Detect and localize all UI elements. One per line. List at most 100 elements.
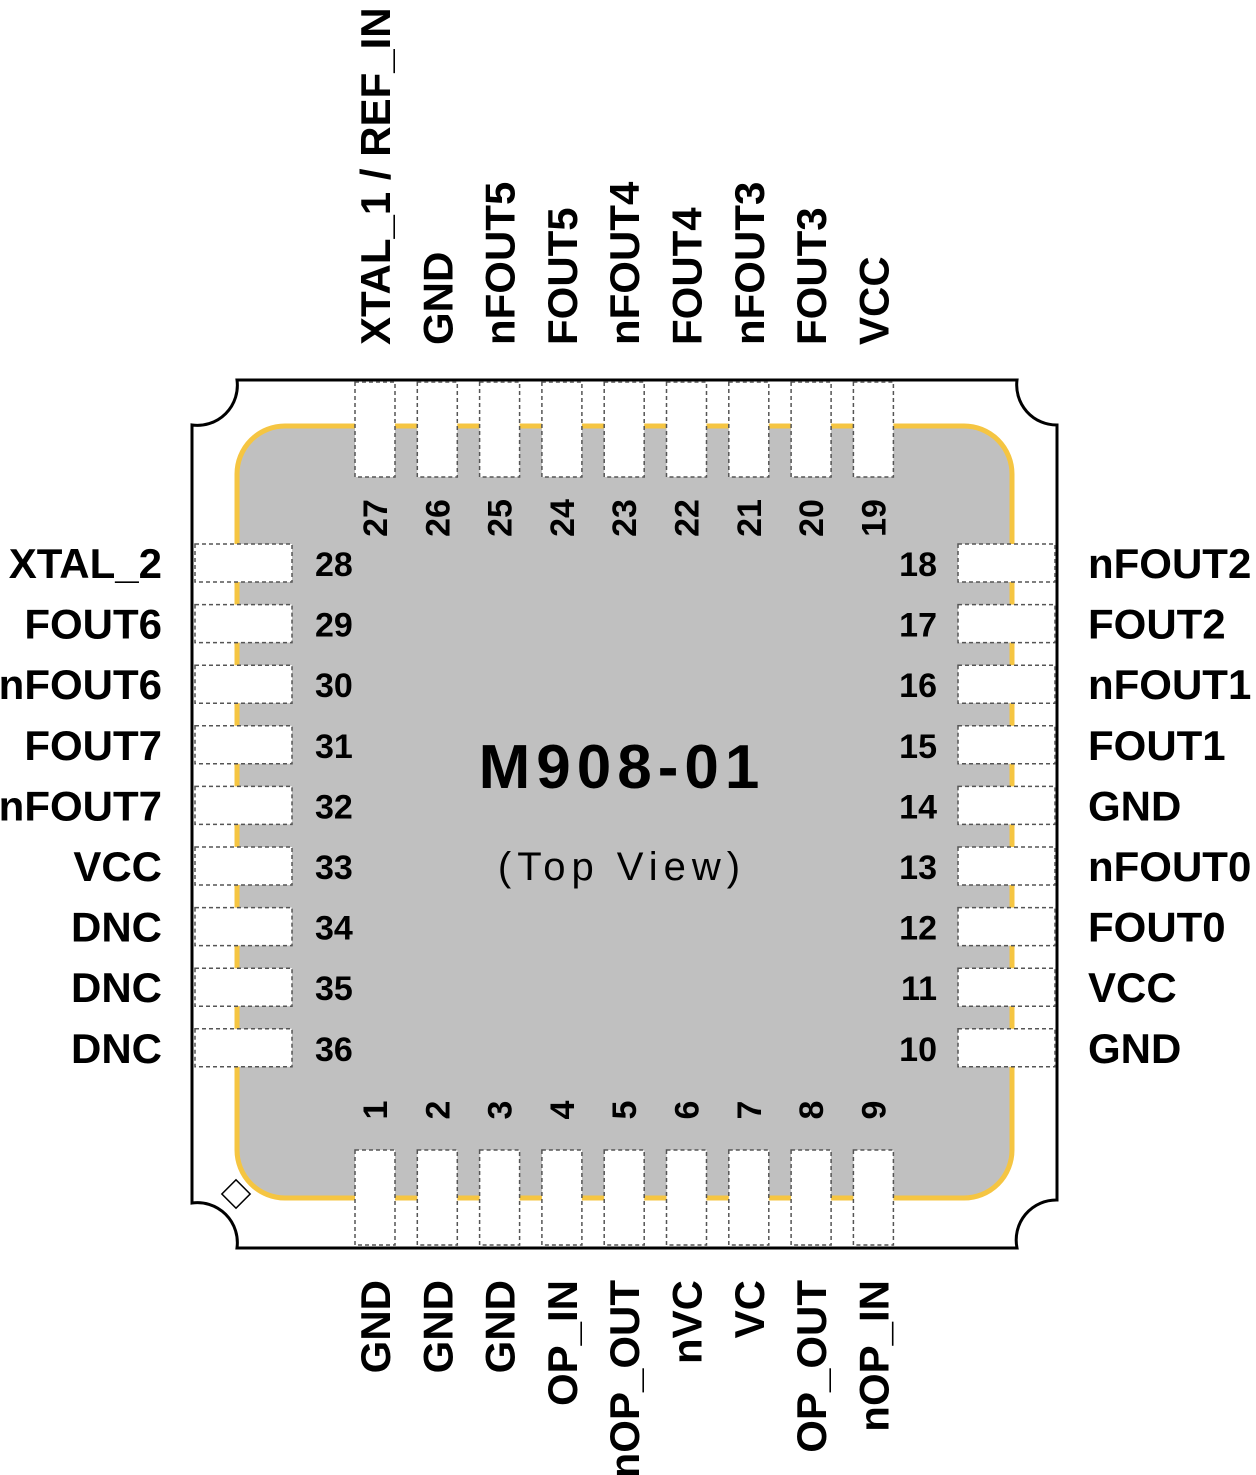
pad-pin-6: [665, 1149, 708, 1246]
pin-number-3: 3: [482, 1101, 520, 1120]
pin-number-18: 18: [899, 546, 937, 584]
pad-pin-32: [194, 785, 293, 826]
pin-number-14: 14: [899, 788, 937, 826]
pin-label-vc: VC: [726, 1280, 773, 1338]
pin-label-gnd: GND: [414, 1280, 461, 1373]
pin-label-nfout2: nFOUT2: [1088, 540, 1251, 587]
pin-label-dnc: DNC: [71, 904, 162, 951]
pin-label-fout0: FOUT0: [1088, 904, 1226, 951]
pin-label-vcc: VCC: [850, 256, 897, 345]
pad-pin-10: [957, 1028, 1056, 1068]
die-area: [234, 423, 1015, 1201]
pin-label-nfout3: nFOUT3: [726, 182, 773, 345]
pad-pin-30: [194, 664, 293, 704]
pad-pin-27: [354, 381, 396, 478]
pin-number-10: 10: [899, 1031, 937, 1069]
pad-pin-1: [354, 1149, 396, 1246]
pin-label-fout1: FOUT1: [1088, 722, 1226, 769]
pin-number-26: 26: [419, 499, 457, 537]
pads-group: [194, 381, 1056, 1246]
pad-pin-14: [957, 785, 1056, 826]
pin-number-32: 32: [315, 788, 353, 826]
pad-pin-29: [194, 603, 293, 644]
pin-label-gnd: GND: [1088, 782, 1181, 829]
pin-number-35: 35: [315, 970, 353, 1008]
pad-pin-9: [852, 1149, 895, 1246]
pin-number-34: 34: [315, 910, 353, 948]
pin-number-9: 9: [855, 1101, 893, 1120]
pin-label-fout5: FOUT5: [539, 207, 586, 345]
pin-label-nop-out: nOP_OUT: [601, 1280, 648, 1475]
pad-pin-22: [665, 381, 708, 478]
pin-number-30: 30: [315, 667, 353, 705]
pin-label-xtal-1-ref-in: XTAL_1 / REF_IN: [352, 7, 399, 345]
pin-number-16: 16: [899, 667, 937, 705]
pin-label-op-out: OP_OUT: [788, 1280, 835, 1453]
pin-number-27: 27: [357, 499, 395, 537]
pad-pin-34: [194, 906, 293, 947]
pin-number-31: 31: [315, 728, 353, 766]
pin-number-7: 7: [731, 1101, 769, 1120]
pin-number-12: 12: [899, 910, 937, 948]
pad-pin-20: [790, 381, 832, 478]
pad-pin-31: [194, 725, 293, 765]
pin-number-2: 2: [419, 1101, 457, 1120]
pin-label-fout6: FOUT6: [24, 601, 162, 648]
pin-label-gnd: GND: [414, 252, 461, 345]
pin-label-xtal-2: XTAL_2: [9, 540, 162, 587]
pin-label-fout7: FOUT7: [24, 722, 162, 769]
pin-label-nfout5: nFOUT5: [477, 182, 524, 345]
pin-label-gnd: GND: [477, 1280, 524, 1373]
pin-number-11: 11: [901, 970, 937, 1008]
labels-group: 1GND2GND3GND4OP_IN5nOP_OUT6nVC7VC8OP_OUT…: [0, 7, 1251, 1475]
pin-number-22: 22: [669, 499, 707, 537]
pad-pin-26: [416, 381, 459, 478]
chip-view-caption: (Top View): [498, 845, 746, 889]
pad-pin-36: [194, 1028, 293, 1068]
pin-number-29: 29: [315, 607, 353, 645]
pad-pin-15: [957, 725, 1056, 765]
pad-pin-7: [728, 1149, 770, 1246]
pin-number-8: 8: [793, 1101, 831, 1120]
pad-pin-2: [416, 1149, 459, 1246]
pin-number-17: 17: [899, 607, 937, 645]
pin-number-23: 23: [606, 499, 644, 537]
pin-number-5: 5: [606, 1101, 644, 1120]
pad-pin-5: [603, 1149, 645, 1246]
pad-pin-3: [478, 1149, 521, 1246]
pad-pin-11: [957, 967, 1056, 1007]
pin-label-nfout4: nFOUT4: [601, 181, 648, 345]
pin-label-vcc: VCC: [73, 843, 162, 890]
pin-number-15: 15: [899, 728, 937, 766]
pin-number-6: 6: [669, 1101, 707, 1120]
pad-pin-12: [957, 906, 1056, 947]
pin-label-dnc: DNC: [71, 964, 162, 1011]
pin-number-24: 24: [544, 499, 582, 537]
pad-pin-23: [603, 381, 645, 478]
pad-pin-21: [728, 381, 770, 478]
pad-pin-17: [957, 603, 1056, 644]
pin-label-gnd: GND: [352, 1280, 399, 1373]
pad-pin-28: [194, 543, 293, 583]
pin-label-fout3: FOUT3: [788, 207, 835, 345]
pin-label-nfout7: nFOUT7: [0, 782, 162, 829]
pad-pin-4: [541, 1149, 583, 1246]
pin-number-28: 28: [315, 546, 353, 584]
pad-pin-13: [957, 846, 1056, 886]
chip-name: M908-01: [479, 733, 766, 802]
pin-label-gnd: GND: [1088, 1025, 1181, 1072]
pad-pin-18: [957, 543, 1056, 583]
pin-number-13: 13: [899, 849, 937, 887]
pin-number-25: 25: [482, 499, 520, 537]
pin-label-fout2: FOUT2: [1088, 601, 1226, 648]
pin-number-1: 1: [357, 1101, 395, 1120]
pin-number-36: 36: [315, 1031, 353, 1069]
pin1-marker: [220, 1178, 252, 1210]
pin-label-nfout1: nFOUT1: [1088, 661, 1251, 708]
pin-number-20: 20: [793, 499, 831, 537]
pin-label-vcc: VCC: [1088, 964, 1177, 1011]
pin-label-op-in: OP_IN: [539, 1280, 586, 1406]
pin-number-4: 4: [544, 1100, 582, 1119]
pad-pin-25: [478, 381, 521, 478]
pin-number-21: 21: [731, 499, 769, 537]
